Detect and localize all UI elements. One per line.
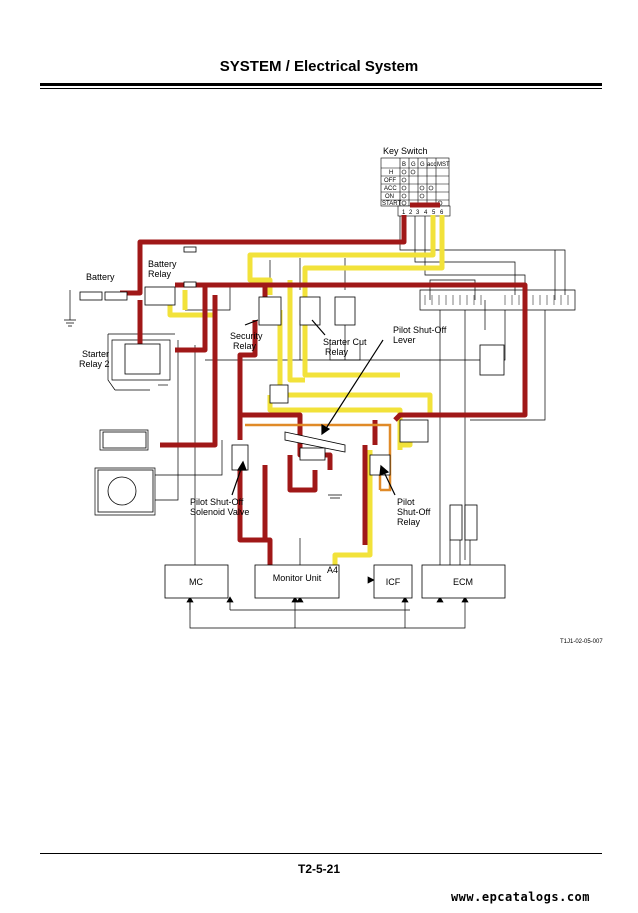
label-key-switch: Key Switch xyxy=(383,146,428,156)
label-pilot-relay-3: Relay xyxy=(397,517,421,527)
ks-col-3: acc xyxy=(427,162,436,168)
connector-block xyxy=(424,295,569,305)
page-title: SYSTEM / Electrical System xyxy=(219,58,419,75)
label-a4: A4 xyxy=(327,565,338,575)
label-battery: Battery xyxy=(86,272,115,282)
ks-col-2: G xyxy=(420,162,425,168)
active-wires-red xyxy=(120,202,528,565)
ks-row-4: START xyxy=(382,201,401,207)
ks-term-0: 1 xyxy=(402,210,406,216)
label-pilot-solenoid-1: Pilot Shut-Off xyxy=(190,497,244,507)
ground-symbols xyxy=(64,319,342,499)
diagram-labels: Key Switch Battery Battery Relay Starter… xyxy=(79,146,603,645)
alternator-symbol xyxy=(107,476,137,506)
ks-row-1: OFF xyxy=(384,178,396,184)
key-switch-table xyxy=(380,157,451,217)
unit-boxes xyxy=(164,564,506,599)
header-rule xyxy=(40,83,602,86)
components xyxy=(79,246,505,541)
figure-id: T1J1-02-05-007 xyxy=(560,639,603,645)
ks-row-3: ON xyxy=(385,194,394,200)
footer-rule xyxy=(40,853,602,854)
ks-row-2: ACC xyxy=(384,186,397,192)
unit-ecm: ECM xyxy=(453,577,473,587)
label-starter-relay2-1: Starter xyxy=(82,349,109,359)
ks-col-4: M xyxy=(437,162,442,168)
header-rule-thin xyxy=(40,88,602,89)
label-battery-relay-2: Relay xyxy=(148,269,172,279)
unit-mc: MC xyxy=(189,577,203,587)
label-pilot-solenoid-2: Solenoid Valve xyxy=(190,507,249,517)
label-security-relay-2: Relay xyxy=(233,341,257,351)
key-switch-contacts xyxy=(401,169,443,206)
label-pilot-relay-1: Pilot xyxy=(397,497,415,507)
ks-term-3: 4 xyxy=(424,210,428,216)
label-pilot-lever-1: Pilot Shut-Off xyxy=(393,325,447,335)
label-pilot-lever-2: Lever xyxy=(393,335,416,345)
label-pilot-relay-2: Shut-Off xyxy=(397,507,431,517)
ks-col-5: ST xyxy=(442,162,450,168)
label-battery-relay-1: Battery xyxy=(148,259,177,269)
signal-arrows xyxy=(186,576,469,610)
label-starter-cut-relay-1: Starter Cut xyxy=(323,337,367,347)
unit-monitor: Monitor Unit xyxy=(273,573,322,583)
ks-term-4: 5 xyxy=(432,210,436,216)
ks-term-5: 6 xyxy=(440,210,444,216)
label-starter-relay2-2: Relay 2 xyxy=(79,359,110,369)
ks-term-1: 2 xyxy=(409,210,413,216)
ks-col-0: B xyxy=(402,162,406,168)
label-starter-cut-relay-2: Relay xyxy=(325,347,349,357)
ks-term-2: 3 xyxy=(416,210,420,216)
page-number: T2-5-21 xyxy=(297,862,341,876)
key-switch-labels: B G G acc M ST H OFF ACC ON START 1 2 3 … xyxy=(382,162,450,216)
label-security-relay-1: Security xyxy=(230,331,263,341)
ks-row-0: H xyxy=(389,170,393,176)
watermark: www.epcatalogs.com xyxy=(450,890,590,904)
callout-pointers xyxy=(231,319,396,496)
unit-icf: ICF xyxy=(386,577,401,587)
ks-col-1: G xyxy=(411,162,416,168)
